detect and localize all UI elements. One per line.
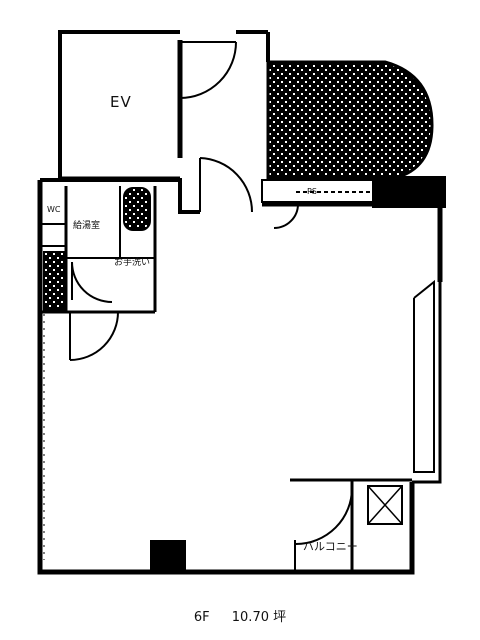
wall-column [150, 540, 186, 574]
floor-plan [37, 30, 446, 575]
corridor-door [199, 157, 253, 213]
balcony-label: バルコニー [303, 540, 358, 553]
washroom-label: お手洗い [114, 258, 151, 268]
pipe-space-label: PS [307, 187, 317, 196]
washroom-door [71, 261, 113, 303]
area-label: 10.70 坪 [231, 610, 287, 625]
wall-column [372, 176, 446, 208]
elevator-door [179, 41, 237, 99]
toilet-label: WC [47, 205, 61, 214]
entry-door [69, 311, 119, 361]
outer-walls [37, 180, 443, 575]
toilet-fixture [123, 187, 151, 231]
elevator-label: EV [110, 93, 132, 111]
restroom-core [40, 178, 200, 314]
balcony [290, 478, 412, 572]
stairwell-shaded-area [266, 60, 434, 180]
sink-room-label: 給湯室 [73, 221, 101, 231]
plan-caption: 6F 10.70 坪 [0, 606, 480, 625]
utility-column [43, 251, 65, 311]
floor-label: 6F [193, 610, 210, 625]
elevator-shaft [58, 30, 270, 180]
